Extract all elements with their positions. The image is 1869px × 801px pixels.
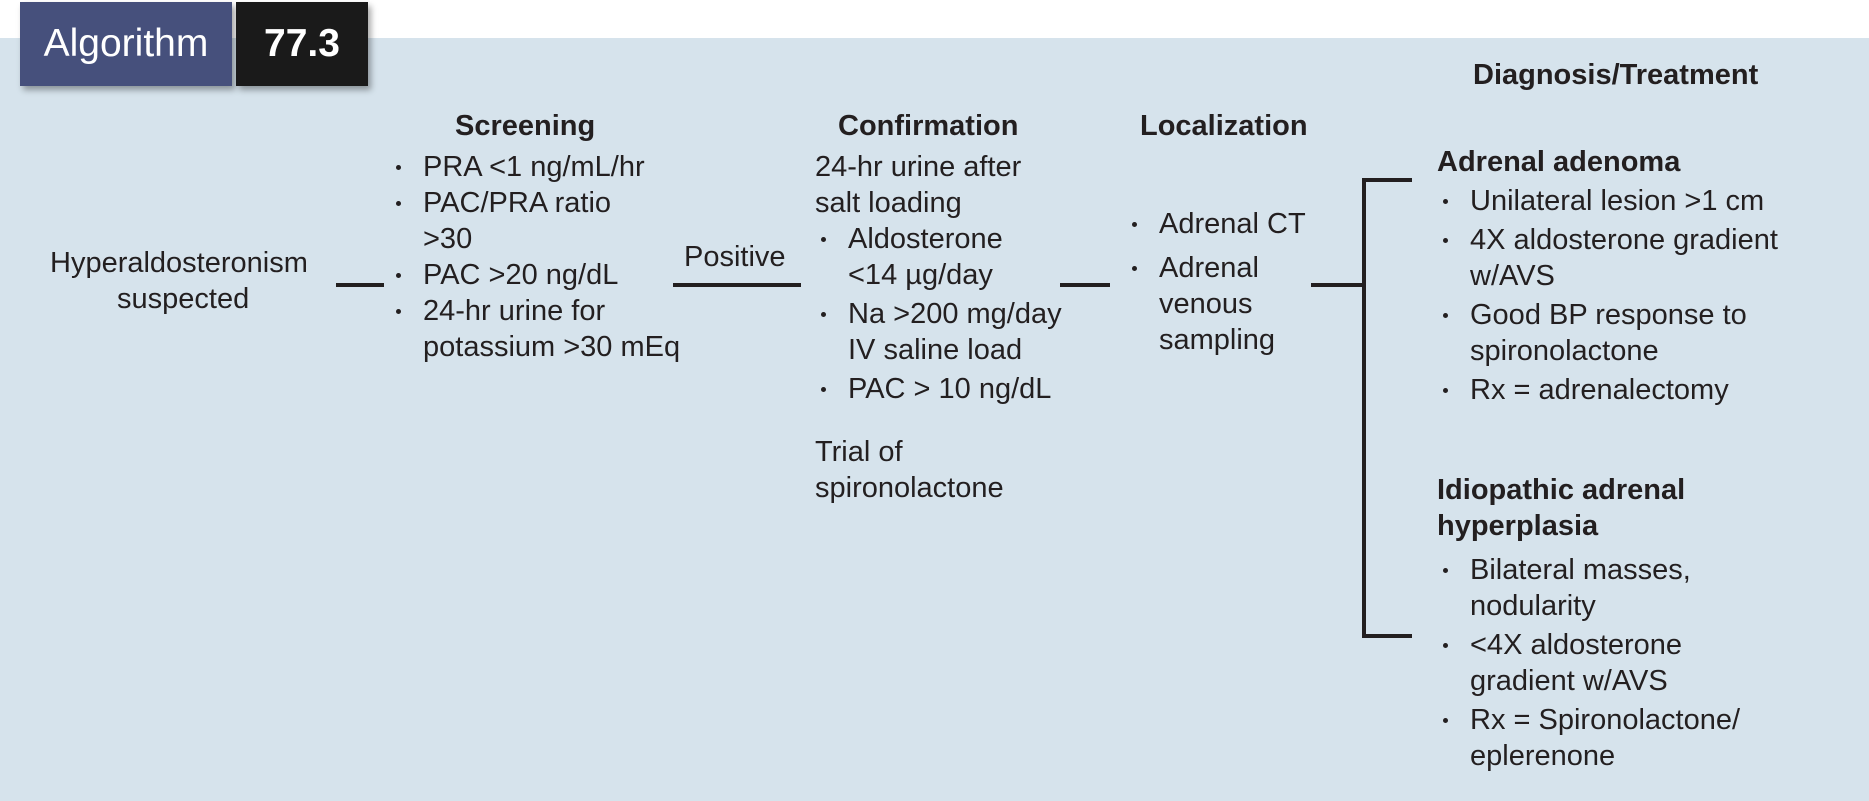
- bracket-top-arm: [1362, 178, 1412, 182]
- algorithm-panel: [0, 38, 1869, 801]
- screening-item: PRA <1 ng/mL/hr: [388, 149, 680, 185]
- confirmation-intro-2: salt loading: [815, 187, 962, 219]
- screening-heading: Screening: [455, 110, 596, 142]
- connector-start-screening: [336, 283, 384, 287]
- confirmation-outro-2: spironolactone: [815, 472, 1004, 504]
- positive-label: Positive: [684, 241, 786, 273]
- connector-screening-confirmation: [673, 283, 801, 287]
- confirmation-heading: Confirmation: [838, 110, 1019, 142]
- screening-list: PRA <1 ng/mL/hr PAC/PRA ratio>30 PAC >20…: [388, 149, 680, 365]
- localization-item: Adrenal CT: [1124, 206, 1306, 242]
- hyperplasia-title-2: hyperplasia: [1437, 510, 1599, 542]
- algorithm-number-tab: 77.3: [236, 2, 368, 86]
- connector-localization-bracket: [1311, 283, 1364, 287]
- hyperplasia-item: Rx = Spironolactone/eplerenone: [1435, 702, 1740, 774]
- algorithm-label-tab: Algorithm: [20, 2, 232, 86]
- hyperplasia-title-1: Idiopathic adrenal: [1437, 474, 1686, 506]
- bracket-vertical: [1362, 178, 1366, 638]
- diagnosis-heading: Diagnosis/Treatment: [1473, 59, 1759, 91]
- adenoma-title: Adrenal adenoma: [1437, 146, 1681, 178]
- start-line-2: suspected: [117, 283, 250, 315]
- screening-item: PAC >20 ng/dL: [388, 257, 680, 293]
- confirmation-item: PAC > 10 ng/dL: [813, 371, 1062, 407]
- connector-confirmation-localization: [1060, 283, 1110, 287]
- confirmation-intro-1: 24-hr urine after: [815, 151, 1022, 183]
- start-line-1: Hyperaldosteronism: [50, 247, 308, 279]
- adenoma-list: Unilateral lesion >1 cm 4X aldosterone g…: [1435, 183, 1778, 408]
- adenoma-item: Unilateral lesion >1 cm: [1435, 183, 1778, 219]
- hyperplasia-item: Bilateral masses,nodularity: [1435, 552, 1740, 624]
- adenoma-item: Rx = adrenalectomy: [1435, 372, 1778, 408]
- screening-item: PAC/PRA ratio>30: [388, 185, 680, 257]
- confirmation-item: Aldosterone<14 µg/day: [813, 221, 1062, 293]
- hyperplasia-list: Bilateral masses,nodularity <4X aldoster…: [1435, 552, 1740, 774]
- localization-heading: Localization: [1140, 110, 1308, 142]
- confirmation-outro-1: Trial of: [815, 436, 903, 468]
- bracket-bottom-arm: [1362, 634, 1412, 638]
